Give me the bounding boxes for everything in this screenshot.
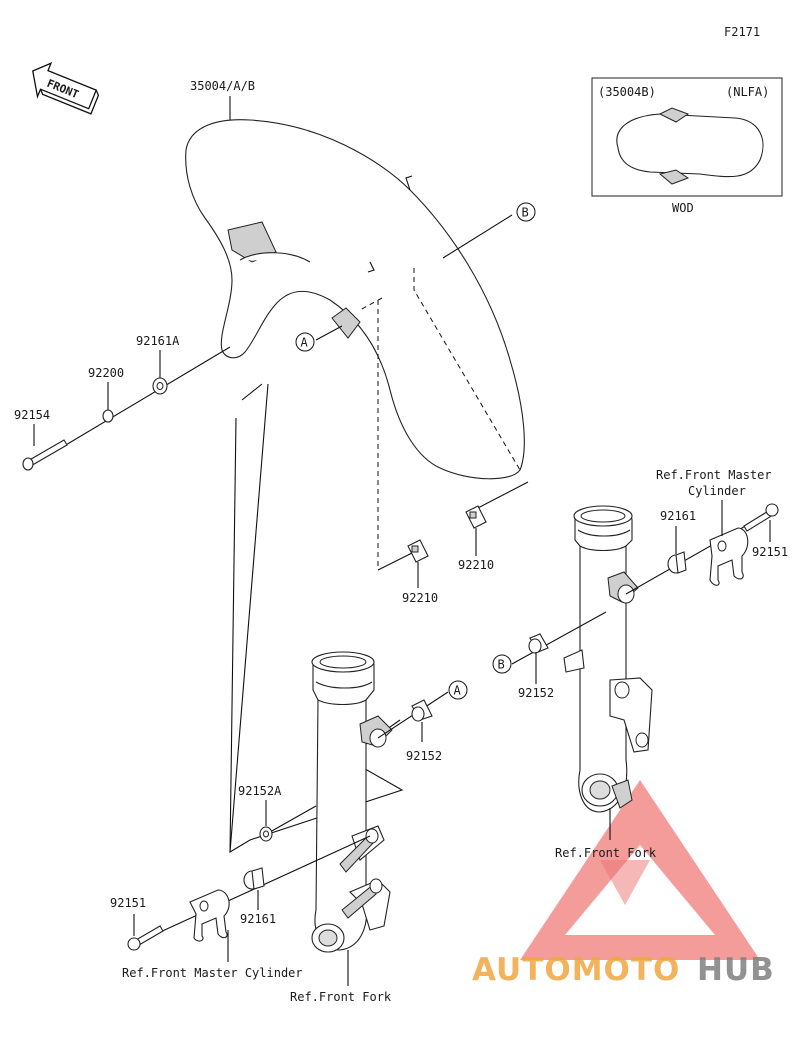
label-bushing-left: 92161 (240, 912, 276, 926)
clip-nut-92210-lower (407, 539, 429, 563)
watermark-text-gray: HUB (697, 952, 775, 988)
label-ref-mc-right-1: Ref.Front Master (656, 468, 772, 482)
bushing-92161-left (243, 867, 265, 890)
figure-code: F2171 (724, 25, 760, 39)
inset-variant-box: (35004B) (NLFA) WOD (591, 77, 783, 215)
bolt-92151-left (127, 925, 164, 951)
bushing-92161a (152, 377, 168, 395)
callout-b-upper: B (516, 202, 536, 222)
label-collar-left: 92152 (406, 749, 442, 763)
callout-a-upper: A (295, 332, 315, 352)
label-ref-fork-right: Ref.Front Fork (555, 846, 657, 860)
watermark-text-orange: AUTOMOTO (472, 952, 680, 988)
label-fender: 35004/A/B (190, 79, 255, 93)
label-nut-upper: 92210 (458, 558, 494, 572)
left-fork-outer-tube (311, 651, 393, 953)
label-washer: 92200 (88, 366, 124, 380)
label-ref-mc-right-2: Cylinder (688, 484, 746, 498)
bolt-92154 (22, 439, 68, 471)
svg-text:B: B (522, 206, 529, 220)
label-nut-lower: 92210 (402, 591, 438, 605)
label-bushing-a: 92161A (136, 334, 180, 348)
collar-92152-left (411, 699, 433, 722)
label-bolt-right: 92151 (752, 545, 788, 559)
clamp-left (189, 889, 230, 942)
clip-nut-92210-upper (465, 505, 487, 529)
washer-92200 (102, 409, 114, 423)
inset-part: (35004B) (598, 85, 656, 99)
label-ref-fork-left: Ref.Front Fork (290, 990, 392, 1004)
inset-region: (NLFA) (726, 85, 769, 99)
bushing-92161-right (667, 551, 687, 574)
label-bolt-left: 92154 (14, 408, 50, 422)
watermark-triangle (520, 780, 760, 960)
watermark-text: AUTOMOTO HUB (472, 952, 775, 988)
svg-text:A: A (454, 684, 462, 698)
label-ref-mc-left: Ref.Front Master Cylinder (122, 966, 303, 980)
collar-92152a (259, 826, 273, 842)
clamp-right (709, 527, 749, 586)
collar-92152-right (528, 633, 549, 654)
bolt-92151-right (743, 503, 779, 532)
svg-text:B: B (498, 658, 505, 672)
callout-a-lower: A (448, 680, 468, 700)
front-arrow-icon: FRONT (32, 62, 100, 115)
label-bolt-left-lower: 92151 (110, 896, 146, 910)
label-bushing-right: 92161 (660, 509, 696, 523)
svg-text:A: A (301, 336, 309, 350)
front-fender (185, 119, 525, 480)
label-collar-a: 92152A (238, 784, 282, 798)
callout-b-lower: B (492, 654, 512, 674)
inset-caption: WOD (672, 201, 694, 215)
right-fork-outer-tube (563, 505, 653, 813)
watermark (520, 780, 760, 960)
label-collar-right: 92152 (518, 686, 554, 700)
